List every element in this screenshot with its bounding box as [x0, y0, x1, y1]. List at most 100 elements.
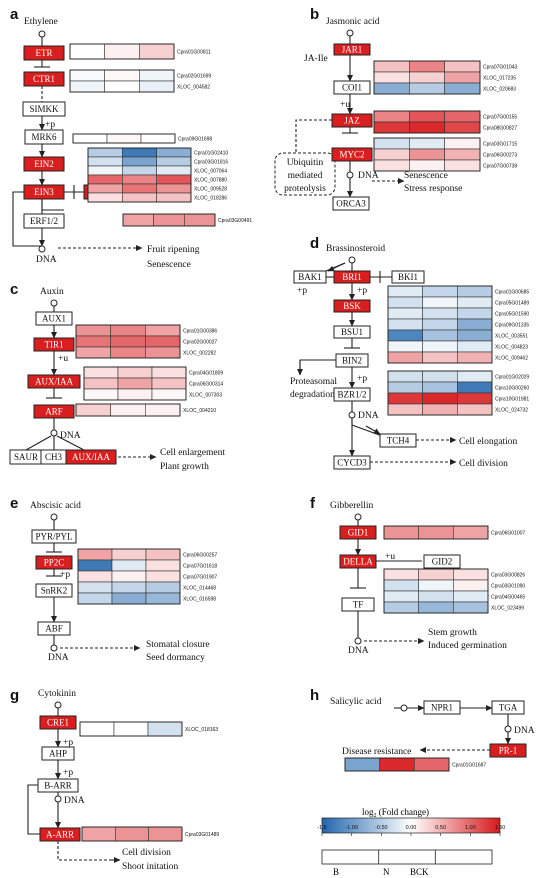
gene-id-cpra05g01590: Cpra05G01590: [495, 311, 529, 317]
ligand-salicylic-acid: Salicylic acid: [330, 697, 382, 707]
heatmap-cell: [383, 590, 419, 603]
annotation-dna: DNA: [64, 796, 85, 806]
annotation-dna: DNA: [48, 653, 69, 663]
heatmap-cell: [409, 137, 445, 150]
legend-tick-label: 0.50: [435, 825, 446, 831]
heatmap-cell: [147, 721, 183, 737]
gene-box-tch4: TCH4: [379, 433, 417, 448]
ligand-abscisic-acid: Abscisic acid: [30, 501, 81, 511]
annotation-seed-dormancy: Seed dormancy: [146, 653, 205, 663]
heatmap-cell: [87, 192, 123, 203]
heatmap-cell: [457, 318, 493, 331]
heatmap-cell: [145, 592, 181, 605]
gene-id-xloc-014468: XLOC_014468: [183, 585, 216, 591]
heatmap-cell: [156, 147, 192, 158]
heatmap-cell: [145, 548, 181, 561]
legend-title: log2 (Fold change): [362, 807, 429, 819]
annotation-dna: DNA: [60, 431, 81, 441]
heatmap-cell: [373, 71, 410, 84]
annotation-cell-division: Cell division: [459, 459, 508, 469]
annotation-dna: DNA: [36, 255, 57, 265]
gene-box-ein3: EIN3: [23, 184, 65, 200]
gene-id-xloc-023499: XLOC_023499: [491, 605, 524, 611]
heatmap-cell: [145, 570, 181, 583]
heatmap-cell: [156, 156, 192, 167]
gene-label-ein3: EIN3: [34, 187, 54, 197]
heatmap-cell: [75, 324, 111, 337]
annotation-phosphorylation: +p: [63, 738, 73, 748]
heatmap-cell: [122, 156, 157, 167]
heatmap-cell: [148, 826, 183, 842]
heatmap-cell: [387, 318, 423, 331]
gene-box-bki1: BKI1: [391, 270, 425, 284]
gene-label-orca3: ORCA3: [336, 199, 366, 209]
heatmap-cell: [457, 329, 493, 342]
gene-label-npr1: NPR1: [431, 703, 453, 713]
heatmap-cell: [122, 147, 157, 158]
gene-id-xloc-018163: XLOC_018163: [185, 727, 218, 733]
heatmap-cell: [444, 71, 481, 84]
node-circle: [354, 513, 362, 521]
heatmap-frame: [344, 757, 450, 772]
annotation-stomatal-closure: Stomatal closure: [146, 640, 210, 650]
heatmap-cell: [457, 392, 493, 405]
annotation-senescence: Senescence: [147, 260, 191, 270]
gene-label-ctr1: CTR1: [33, 74, 55, 84]
connector-line: [12, 191, 42, 247]
gene-label-bak1: BAK1: [298, 272, 322, 282]
gene-label-pr-1: PR-1: [499, 746, 518, 756]
heatmap-frame: [75, 324, 181, 359]
gene-id-xloc-002282: XLOC_002282: [183, 350, 216, 356]
gene-box-bsk: BSK: [333, 299, 371, 313]
gene-label-tir1: TIR1: [45, 340, 64, 350]
heatmap-cell: [409, 148, 445, 161]
annotation-cell-enlargement: Cell enlargement: [160, 448, 225, 458]
gene-id-cpra06g00273: Cpra06G00273: [483, 152, 517, 158]
node-circle: [38, 30, 46, 38]
heatmap-cell: [422, 351, 458, 364]
gene-label-tf: TF: [353, 600, 364, 610]
heatmap-cell: [156, 165, 192, 176]
node-circle: [50, 299, 58, 307]
gene-id-cpra07g01043: Cpra07G01043: [483, 64, 517, 70]
gene-id-cpra03g01090: Cpra03G01090: [491, 583, 525, 589]
heatmap-cell: [110, 346, 146, 359]
gene-box-bin2: BIN2: [335, 353, 369, 368]
gene-label-simkk: SIMKK: [29, 104, 59, 114]
heatmap-cell: [117, 388, 153, 401]
legend-title-suffix: (Fold change): [377, 807, 429, 817]
heatmap-cell: [113, 721, 149, 737]
heatmap-cell: [111, 548, 147, 561]
gene-id-cpra08g00827: Cpra08G00827: [483, 125, 517, 131]
legend-tick-label: -1.00: [345, 825, 358, 831]
heatmap-frame: [69, 69, 175, 93]
gene-id-cpra01g02410: Cpra01G02410: [194, 150, 228, 156]
connector-line: [327, 262, 346, 272]
gene-box-snrk2: SnRK2: [35, 583, 73, 598]
gene-label-ahp: AHP: [49, 749, 67, 759]
heatmap-cell: [344, 757, 380, 772]
gene-id-cpra09g01335: Cpra09G01335: [495, 322, 529, 328]
annotation-dna: DNA: [358, 411, 379, 421]
heatmap-cell: [139, 80, 175, 93]
gene-label-b-arr: B-ARR: [44, 781, 72, 791]
heatmap-cell: [457, 307, 493, 320]
gene-label-aux-iaa: AUX/IAA: [72, 452, 110, 462]
gene-box-abf: ABF: [37, 621, 71, 636]
heatmap-cell: [422, 307, 458, 320]
heatmap-cell: [457, 370, 493, 383]
gene-label-bin2: BIN2: [342, 356, 362, 366]
heatmap-cell: [418, 525, 454, 540]
annotation-cell-elongation: Cell elongation: [459, 437, 518, 447]
heatmap-frame: [373, 60, 481, 95]
heatmap-cell: [110, 324, 146, 337]
heatmap-cell: [111, 570, 147, 583]
panel-label-g: g: [10, 687, 19, 704]
heatmap-cell: [457, 285, 493, 298]
heatmap-cell: [145, 403, 181, 417]
heatmap-frame: [373, 137, 481, 172]
node-circle: [54, 795, 62, 803]
gene-id-cpra02g01699: Cpra02G01699: [177, 73, 211, 79]
heatmap-cell: [387, 381, 423, 394]
